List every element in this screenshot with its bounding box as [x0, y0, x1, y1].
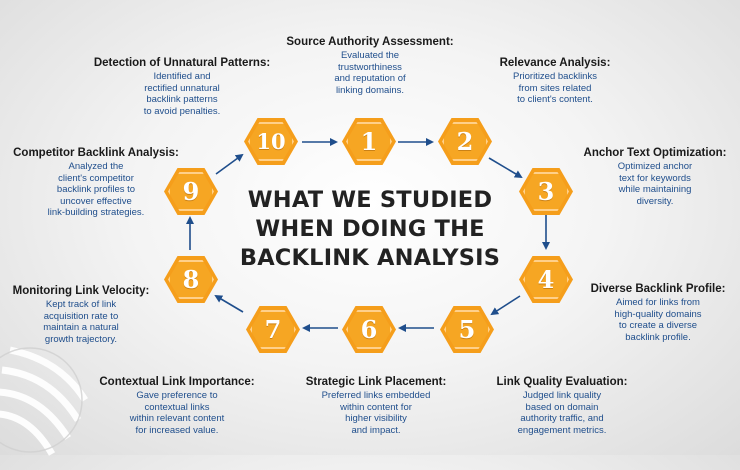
step-8-text: Monitoring Link Velocity: Kept track of …: [6, 284, 156, 345]
arrow-9-to-10: [215, 153, 244, 175]
step-heading: Strategic Link Placement:: [305, 376, 447, 388]
step-7-text: Contextual Link Importance: Gave prefere…: [92, 375, 262, 436]
arrow-2-to-3: [488, 157, 523, 179]
hex-step-7: 7: [246, 306, 300, 353]
hex-step-6: 6: [342, 306, 396, 353]
hex-step-5: 5: [440, 306, 494, 353]
infographic: 1 2 3 4 5 6 7 8 9 10 WHAT WE STUDIED WHE…: [0, 0, 740, 455]
step-heading: Diverse Backlink Profile:: [590, 283, 726, 295]
arrow-4-to-5: [490, 295, 521, 316]
hex-step-4: 4: [519, 256, 573, 303]
diagram-title: WHAT WE STUDIED WHEN DOING THE BACKLINK …: [236, 186, 504, 273]
arrow-7-to-8: [214, 294, 244, 313]
step-number: 9: [182, 176, 200, 206]
step-heading: Link Quality Evaluation:: [496, 376, 628, 388]
step-6-text: Strategic Link Placement: Preferred link…: [296, 375, 456, 436]
step-2-text: Relevance Analysis: Prioritized backlink…: [470, 56, 640, 106]
step-10-text: Detection of Unnatural Patterns: Identif…: [78, 56, 286, 117]
step-heading: Monitoring Link Velocity:: [12, 285, 150, 297]
step-3-text: Anchor Text Optimization: Optimized anch…: [575, 146, 735, 207]
title-line: WHAT WE STUDIED: [247, 187, 493, 213]
title-line: BACKLINK ANALYSIS: [239, 245, 501, 271]
hex-step-8: 8: [164, 256, 218, 303]
step-number: 8: [182, 264, 200, 294]
step-heading: Relevance Analysis:: [499, 57, 611, 69]
step-5-text: Link Quality Evaluation: Judged link qua…: [482, 375, 642, 436]
step-heading: Competitor Backlink Analysis:: [13, 147, 179, 159]
step-heading: Contextual Link Importance:: [99, 376, 255, 388]
step-number: 2: [456, 126, 474, 156]
flow-arrows: [186, 138, 550, 332]
title-line: WHEN DOING THE: [255, 216, 485, 242]
step-number: 4: [537, 264, 555, 294]
step-heading: Anchor Text Optimization:: [583, 147, 727, 159]
globe-watermark-icon: [0, 346, 88, 456]
step-number: 5: [458, 314, 476, 344]
step-number: 6: [360, 314, 378, 344]
step-heading: Detection of Unnatural Patterns:: [93, 57, 271, 69]
step-number: 10: [256, 129, 286, 154]
step-1-text: Source Authority Assessment: Evaluated t…: [270, 35, 470, 96]
step-9-text: Competitor Backlink Analysis: Analyzed t…: [6, 146, 186, 219]
step-4-text: Diverse Backlink Profile: Aimed for link…: [582, 282, 734, 343]
step-heading: Source Authority Assessment:: [286, 36, 454, 48]
step-number: 3: [537, 176, 555, 206]
step-number: 7: [264, 314, 282, 344]
step-number: 1: [360, 126, 378, 156]
